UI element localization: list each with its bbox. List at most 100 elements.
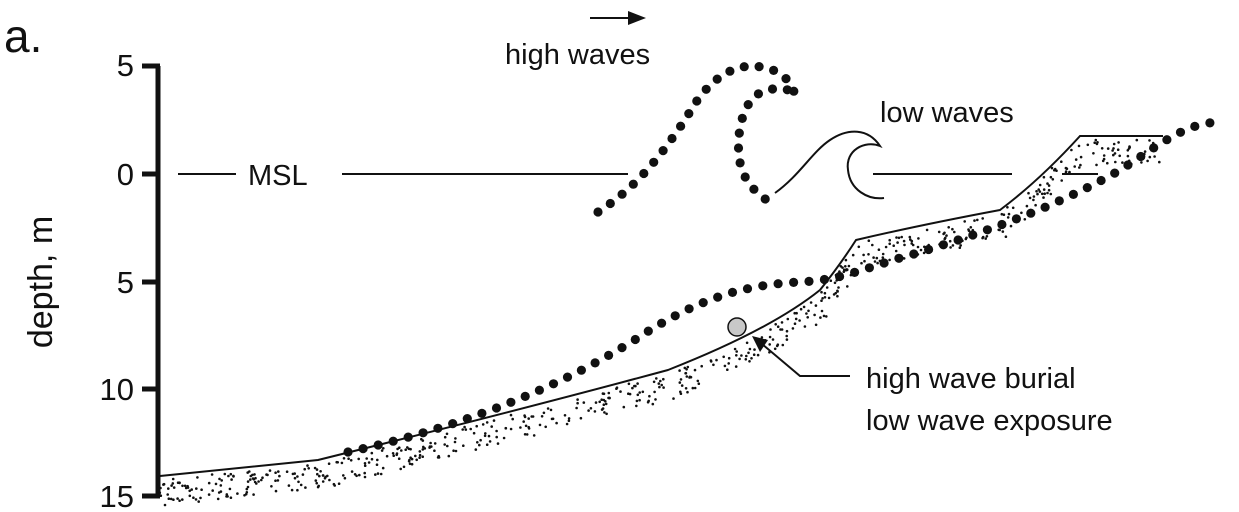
sediment-dot	[338, 482, 341, 485]
sediment-dot	[828, 297, 831, 300]
sediment-dot	[364, 464, 367, 467]
sediment-dot	[681, 384, 684, 387]
sediment-dot	[895, 236, 898, 239]
bed-dot	[939, 240, 948, 249]
sediment-dot	[181, 485, 184, 488]
sediment-dot	[564, 414, 567, 417]
sediment-dot	[603, 393, 606, 396]
wave-dot	[749, 185, 758, 194]
sediment-dot	[633, 385, 636, 388]
sediment-dot	[652, 403, 655, 406]
sediment-dot	[844, 265, 847, 268]
sediment-dot	[307, 467, 310, 470]
sediment-dot	[694, 369, 697, 372]
sediment-dot	[430, 445, 433, 448]
sediment-dot	[400, 449, 403, 452]
sediment-dot	[315, 479, 318, 482]
bed-dot	[850, 268, 859, 277]
sediment-dot	[166, 493, 169, 496]
sediment-dot	[722, 356, 725, 359]
wave-dot	[769, 66, 778, 75]
sediment-dot	[605, 403, 608, 406]
sediment-dot	[888, 239, 891, 242]
sediment-dot	[168, 497, 171, 500]
sediment-dot	[316, 468, 319, 471]
sediment-dot	[1101, 147, 1104, 150]
sediment-dot	[229, 488, 232, 491]
sediment-dot	[830, 279, 833, 282]
sediment-dot	[382, 447, 385, 450]
bed-dot	[463, 414, 472, 423]
sediment-dot	[1127, 155, 1130, 158]
sediment-dot	[1096, 143, 1099, 146]
bed-dot	[617, 343, 626, 352]
sediment-dot	[642, 391, 645, 394]
sediment-dot	[392, 452, 395, 455]
sediment-dot	[1048, 184, 1051, 187]
wave-dot	[649, 158, 658, 167]
sediment-dot	[1046, 192, 1049, 195]
sediment-dot	[781, 321, 784, 324]
sediment-dot	[909, 236, 912, 239]
sediment-dot	[965, 238, 968, 241]
sediment-dot	[898, 237, 901, 240]
bed-dot	[894, 254, 903, 263]
sediment-dot	[371, 458, 374, 461]
sediment-dot	[1024, 218, 1027, 221]
sediment-dot	[398, 457, 401, 460]
sediment-dot	[429, 442, 432, 445]
bed-dot	[1123, 160, 1132, 169]
sediment-dot	[1095, 139, 1098, 142]
sediment-dot	[476, 441, 479, 444]
sediment-dot	[1032, 199, 1035, 202]
low-waves-label: low waves	[880, 97, 1014, 129]
sediment-dot	[1042, 196, 1045, 199]
sediment-dot	[628, 383, 631, 386]
sediment-dot	[605, 413, 608, 416]
burial-label-line1: high wave burial	[866, 363, 1076, 395]
sediment-dot	[478, 444, 481, 447]
sediment-dot	[823, 315, 826, 318]
bed-dot	[419, 428, 428, 437]
bed-dot	[343, 447, 352, 456]
sediment-dot	[836, 290, 839, 293]
bed-dot	[789, 278, 798, 287]
bed-dot	[1205, 118, 1214, 127]
sediment-dot	[220, 479, 223, 482]
sediment-dot	[662, 378, 665, 381]
sediment-dot	[277, 470, 280, 473]
bed-dot	[1069, 190, 1078, 199]
sediment-dot	[658, 382, 661, 385]
sediment-dot	[217, 498, 220, 501]
bed-dot	[644, 327, 653, 336]
sediment-dot	[306, 464, 309, 467]
sediment-dot	[568, 417, 571, 420]
sediment-dot	[381, 449, 384, 452]
sediment-dot	[392, 454, 395, 457]
sediment-dot	[952, 244, 955, 247]
sediment-dot	[178, 482, 181, 485]
sediment-dot	[943, 232, 946, 235]
wave-dot	[734, 143, 743, 152]
sediment-dot	[224, 473, 227, 476]
bed-dot	[1012, 214, 1021, 223]
sediment-dot	[173, 486, 176, 489]
bed-dot	[685, 304, 694, 313]
sediment-dot	[727, 362, 730, 365]
sediment-dot	[747, 352, 750, 355]
sediment-dot	[792, 327, 795, 330]
sediment-dot	[1007, 216, 1010, 219]
sediment-dot	[246, 488, 249, 491]
bed-dot	[359, 444, 368, 453]
sediment-dot	[269, 469, 272, 472]
sediment-dot	[434, 442, 437, 445]
sediment-dot	[807, 310, 810, 313]
sediment-dot	[374, 473, 377, 476]
sediment-dot	[522, 420, 525, 423]
sediment-dot	[973, 219, 976, 222]
bed-dot	[1097, 176, 1106, 185]
sediment-dot	[959, 244, 962, 247]
sediment-dot	[698, 382, 701, 385]
sediment-dot	[1003, 213, 1006, 216]
sediment-dot	[253, 473, 256, 476]
